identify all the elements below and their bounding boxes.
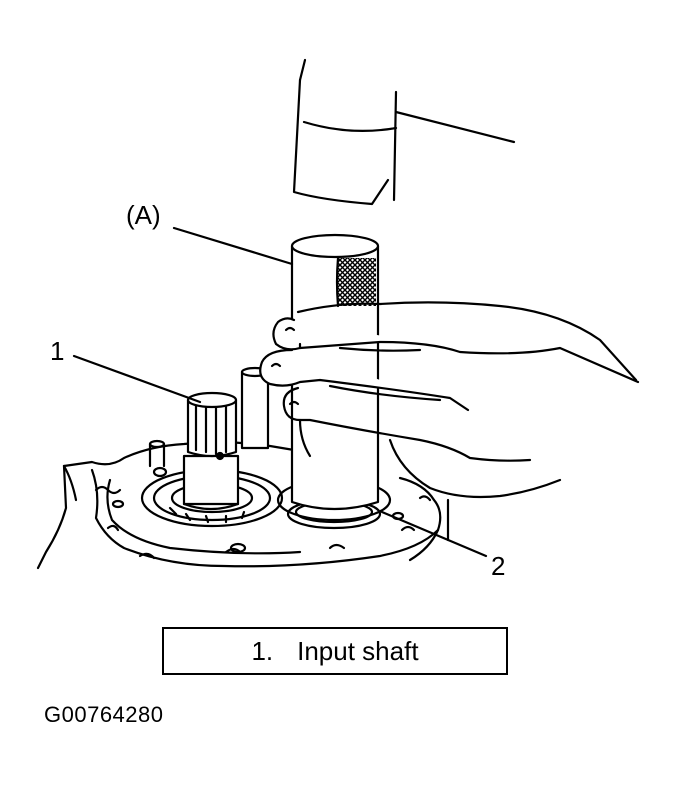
input-shaft: [182, 391, 240, 511]
legend-text: Input shaft: [297, 635, 419, 666]
figure-code: G00764280: [44, 702, 164, 727]
callout-part-1: 1: [50, 336, 65, 366]
callout-part-2: 2: [491, 551, 506, 581]
hand: [259, 301, 640, 499]
leader-line-1: [72, 354, 202, 404]
hammer-head: [292, 58, 516, 206]
callout-tool-a: (A): [126, 200, 161, 230]
leader-line-a: [172, 226, 294, 266]
transmission-housing: [36, 439, 450, 570]
legend-number: 1.: [251, 635, 274, 666]
leader-line-2: [380, 510, 488, 558]
parts-legend: 1. Input shaft: [162, 627, 508, 675]
